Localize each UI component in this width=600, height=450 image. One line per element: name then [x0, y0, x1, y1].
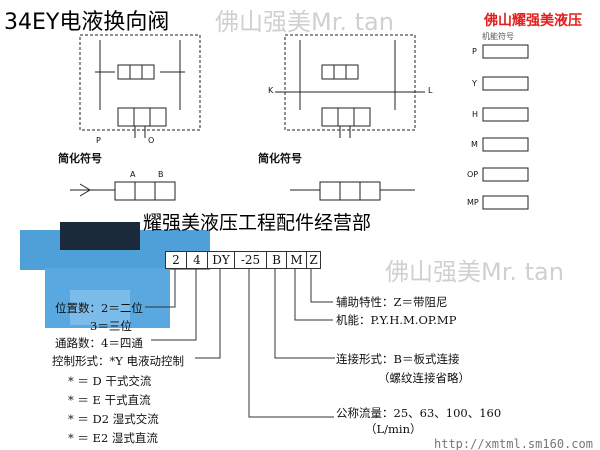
- functions-header: 机能符号: [482, 32, 514, 41]
- company-name: 耀强美液压工程配件经营部: [143, 212, 372, 234]
- right-label: 机能：P.Y.H.M.OP.MP: [336, 313, 457, 327]
- function-label: H: [472, 110, 479, 119]
- function-label: Y: [472, 79, 477, 88]
- function-label: P: [472, 47, 477, 56]
- port-p-label: P: [96, 136, 101, 145]
- left-label: * ＝ D2 湿式交流: [68, 412, 159, 426]
- port-k-label: K: [268, 86, 274, 95]
- left-label: * ＝ D 干式交流: [68, 374, 152, 388]
- right-label: 连接形式：B＝板式连接: [336, 352, 460, 366]
- simplified-symbol-left: [70, 181, 176, 201]
- left-label: * ＝ E 干式直流: [68, 393, 151, 407]
- left-label: * ＝ E2 湿式直流: [68, 431, 158, 445]
- simplified-symbol-right: [290, 181, 415, 201]
- left-label: 位置数：2＝二位: [55, 301, 143, 315]
- right-label: 辅助特性：Z＝带阻尼: [336, 295, 448, 309]
- function-label: MP: [467, 198, 479, 207]
- code-box: 2: [165, 251, 187, 269]
- right-label: 公称流量：25、63、100、160: [336, 406, 502, 420]
- simplified-symbol-label-right: 简化符号: [258, 152, 302, 165]
- left-label: 3＝三位: [90, 319, 132, 333]
- code-box: DY: [207, 251, 235, 269]
- code-box: B: [266, 251, 287, 269]
- watermark: 佛山强美Mr. tan: [215, 8, 394, 36]
- code-box: 4: [186, 251, 208, 269]
- page-title: 34EY电液换向阀: [4, 10, 170, 35]
- right-label: （L/min）: [365, 422, 422, 436]
- function-symbols: [482, 44, 529, 210]
- port-l-label: L: [428, 86, 433, 95]
- function-label: M: [471, 140, 478, 149]
- code-box: Z: [306, 251, 321, 269]
- function-label: OP: [467, 170, 479, 179]
- right-label: （螺纹连接省略）: [378, 371, 470, 385]
- code-box: -25: [234, 251, 267, 269]
- port-a-label: A: [130, 170, 136, 179]
- port-o-label: O: [148, 136, 155, 145]
- detailed-schematic-left: [79, 34, 201, 138]
- left-label: 控制形式：*Y 电液动控制: [52, 354, 184, 368]
- source-url: http://xmtml.sm160.com: [434, 437, 593, 450]
- left-label: 通路数：4＝四通: [55, 336, 143, 350]
- code-box: M: [286, 251, 307, 269]
- detailed-schematic-right: [275, 34, 425, 138]
- port-b-label: B: [158, 170, 164, 179]
- code-leader-lines: [145, 267, 335, 418]
- brand-name: 佛山耀强美液压: [484, 13, 582, 29]
- watermark: 佛山强美Mr. tan: [385, 258, 564, 286]
- simplified-symbol-label-left: 简化符号: [58, 152, 102, 165]
